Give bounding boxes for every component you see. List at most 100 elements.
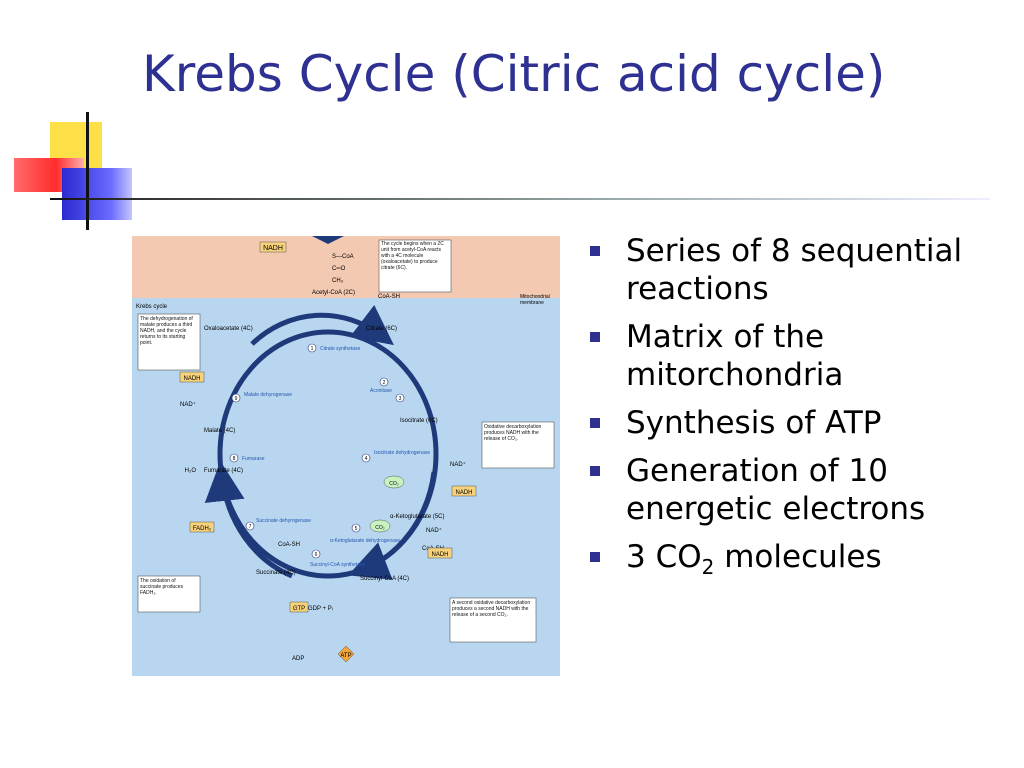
bullet-item: 3 CO2 molecules <box>590 538 1010 586</box>
bullet-item: Generation of 10 energetic electrons <box>590 452 1010 528</box>
nad-right1-label: NAD⁺ <box>450 461 466 468</box>
ch3-struct: CH₃ <box>332 278 344 284</box>
nad-right2-label: NAD⁺ <box>426 527 442 534</box>
co2-text-1: CO₂ <box>389 481 399 487</box>
mito-membrane-label-1: Mitochondrial <box>520 294 550 300</box>
note-begin-box <box>378 239 452 293</box>
title-underline <box>50 198 990 200</box>
enzyme-7-name: Succinate dehyrogenase <box>256 518 311 524</box>
malate-label: Malate (4C) <box>204 428 235 434</box>
enzyme-9-num: 9 <box>235 396 238 402</box>
fadh2-badge <box>189 521 215 533</box>
enzyme-1-name: Citrate synthetase <box>320 346 361 352</box>
bullet-square-icon <box>590 466 600 476</box>
slide-title: Krebs Cycle (Citric acid cycle) <box>142 45 886 103</box>
cytosol-region <box>132 236 560 298</box>
succinyl-coa-label: Succinyl-CoA (4C) <box>360 576 409 582</box>
bullet-co2-suffix: molecules <box>714 539 882 575</box>
bullet-co2-prefix: 3 CO <box>626 539 702 575</box>
enzyme-3-num-circle <box>395 393 405 403</box>
note-oxidative: Oxidative decarboxylation produces NADH … <box>484 424 542 442</box>
bullet-text: Matrix of the mitorchondria <box>626 319 844 393</box>
bullet-square-icon <box>590 418 600 428</box>
note-second-box <box>449 597 537 643</box>
enzyme-4-num-circle <box>361 453 371 463</box>
enzyme-2-num-circle <box>379 377 389 387</box>
cycle-arrow-3 <box>204 461 293 579</box>
co2-text-2: CO₂ <box>375 525 385 531</box>
nadh-badge-top <box>259 241 287 253</box>
bullet-square-icon <box>590 246 600 256</box>
nadh-badge-left <box>179 371 205 383</box>
note-malate-box <box>137 313 201 371</box>
cycle-arrow-2 <box>348 471 437 580</box>
isocitrate-label: Isocitrate (6C) <box>400 418 438 424</box>
note-succinate-box <box>137 575 201 613</box>
enzyme-2-num: 2 <box>383 380 386 386</box>
enzyme-6-num: 6 <box>315 552 318 558</box>
enzyme-labels: 1 Citrate synthetase 2 Aconitase 3 4 Iso… <box>229 343 430 568</box>
coa-struct: S—CoA <box>332 254 354 260</box>
fumarate-label: Fumarate (4C) <box>204 468 243 474</box>
bullet-list: Series of 8 sequential reactions Matrix … <box>590 232 1010 596</box>
bullet-square-icon <box>590 332 600 342</box>
mito-membrane-label-2: membrane <box>520 300 544 306</box>
enzyme-8-num: 8 <box>233 456 236 462</box>
nadh-badge-right1 <box>451 485 477 497</box>
h2o-label: H₂O <box>185 468 197 474</box>
citrate-label: Citrate (6C) <box>366 326 397 332</box>
enzyme-5-name: α-Ketoglutarate dehydrogenase <box>330 538 400 544</box>
bullet-square-icon <box>590 552 600 562</box>
bullet-item: Matrix of the mitorchondria <box>590 318 1010 394</box>
cycle-arrow-1 <box>250 304 394 346</box>
enzyme-2-name: Aconitase <box>370 388 392 394</box>
co2-badge-1 <box>383 475 405 489</box>
enzyme-9-num-circle <box>231 393 241 403</box>
arrow-tip-top <box>312 236 344 244</box>
krebs-cycle-figure: NADH S—CoA C═O CH₃ Acetyl-CoA (2C) The c… <box>132 236 560 676</box>
fadh2-text: FADH₂ <box>193 526 212 532</box>
bullet-text: Series of 8 sequential reactions <box>626 233 963 307</box>
coa-sh-bottom-label: CoA-SH <box>278 542 300 548</box>
ketoglutarate-label: α-Ketoglutarate (5C) <box>390 514 445 520</box>
enzyme-6-num-circle <box>311 549 321 559</box>
nad-left-label: NAD⁺ <box>180 401 196 408</box>
note-begin: The cycle begins when a 2C unit from ace… <box>381 241 444 271</box>
enzyme-4-name: Isocitrate dehydrogenase <box>374 450 430 456</box>
atp-text: ATP <box>340 653 351 659</box>
enzyme-5-num: 5 <box>355 526 358 532</box>
gtp-badge <box>289 601 309 613</box>
note-succinate: The oxidation of succinate produces FADH… <box>140 578 184 596</box>
enzyme-1-num: 1 <box>311 346 314 352</box>
co-struct: C═O <box>332 266 346 272</box>
enzyme-8-name: Fumarase <box>242 456 265 462</box>
enzyme-7-num-circle <box>245 521 255 531</box>
bullet-item: Synthesis of ATP <box>590 404 1010 442</box>
enzyme-4-num: 4 <box>365 456 368 462</box>
nadh-text-left: NADH <box>183 376 200 382</box>
coa-sh-top-label: CoA-SH <box>378 294 400 300</box>
enzyme-5-num-circle <box>351 523 361 533</box>
enzyme-6-name: Succinyl-CoA synthetase <box>310 562 366 568</box>
atp-starburst <box>337 645 355 663</box>
krebs-cycle-label: Krebs cycle <box>136 304 168 310</box>
logo-blue-square <box>62 168 132 220</box>
enzyme-1-num-circle <box>307 343 317 353</box>
gtp-text: GTP <box>293 606 305 612</box>
note-malate: The dehydrogenation of malate produces a… <box>140 316 193 346</box>
note-second: A second oxidative decarboxylation produ… <box>452 600 531 618</box>
cycle-ring <box>217 329 439 579</box>
enzyme-9-name: Malate dehyrogenase <box>244 392 292 398</box>
bullet-item: Series of 8 sequential reactions <box>590 232 1010 308</box>
nadh-text-top: NADH <box>263 245 283 252</box>
nadh-badge-right2 <box>427 547 453 559</box>
adp-label: ADP <box>292 656 304 662</box>
enzyme-8-num-circle <box>229 453 239 463</box>
oxaloacetate-label: Oxaloacetate (4C) <box>204 326 253 332</box>
enzyme-3-num: 3 <box>399 396 402 402</box>
acetyl-coa-label: Acetyl-CoA (2C) <box>312 290 355 296</box>
enzyme-7-num: 7 <box>249 524 252 530</box>
nadh-text-right2: NADH <box>431 552 448 558</box>
nadh-text-right1: NADH <box>455 490 472 496</box>
